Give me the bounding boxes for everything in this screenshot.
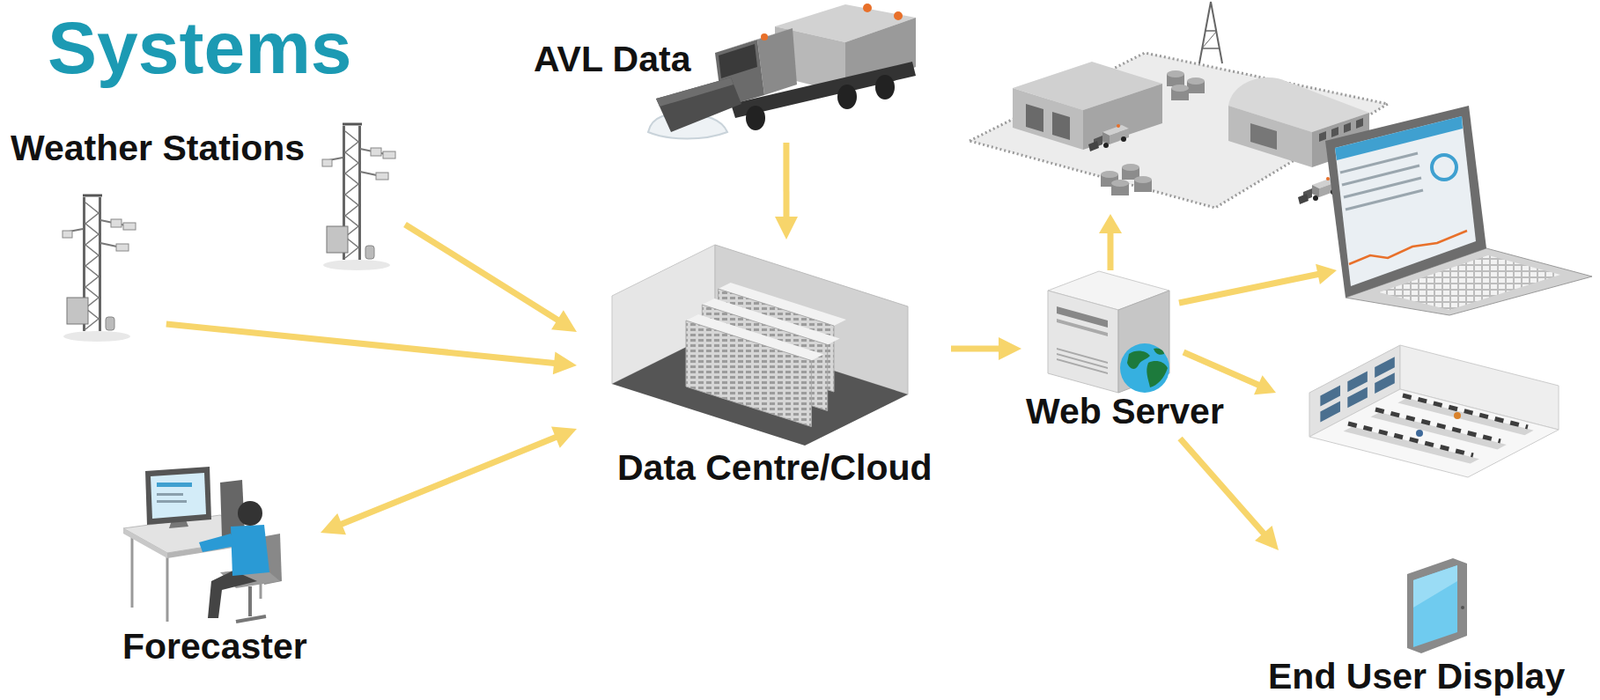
- web-server-node: Web Server: [1021, 264, 1238, 439]
- flow-arrow: [951, 337, 1022, 361]
- node-label: Weather Stations: [10, 130, 305, 167]
- weather-stations-node: Weather Stations: [7, 123, 406, 325]
- output-arrow: [1183, 352, 1276, 395]
- arrow-shaft: [166, 324, 557, 364]
- node-label: AVL Data: [533, 41, 691, 78]
- flow-arrow: [166, 324, 577, 375]
- arrow-head: [1254, 525, 1279, 551]
- node-label: Web Server: [1025, 393, 1224, 430]
- arrow-head: [551, 427, 577, 449]
- forecaster-node: Forecaster: [117, 464, 321, 673]
- maintenance-depot-icon: [969, 1, 1388, 208]
- arrow-head: [998, 337, 1022, 361]
- flow-arrow: [405, 224, 577, 332]
- output-arrow: [1179, 264, 1337, 303]
- weather-tower-icon: [62, 195, 136, 342]
- arrow-head: [552, 351, 577, 375]
- arrow-head: [551, 309, 577, 332]
- node-label: End User Display: [1268, 658, 1565, 695]
- node-label: Forecaster: [122, 628, 308, 665]
- globe-icon: [1120, 343, 1170, 393]
- avl-data-node: AVL Data: [528, 35, 925, 143]
- web-server-icon: [1047, 271, 1170, 393]
- laptop-icon: [1325, 105, 1593, 316]
- arrow-shaft: [782, 142, 789, 220]
- output-arrow: [1098, 213, 1122, 271]
- data-centre-room-icon: [611, 244, 908, 446]
- flow-arrow: [774, 142, 798, 240]
- flow-arrow: [1179, 438, 1279, 551]
- forecaster-person-icon: [123, 466, 282, 622]
- end-user-display-node: End User Display: [1259, 550, 1572, 699]
- control-room-icon: [1309, 345, 1559, 478]
- arrow-shaft: [951, 346, 1002, 353]
- diagram-title: Systems: [47, 10, 353, 85]
- tablet-icon: [1407, 558, 1468, 654]
- weather-tower-icon: [322, 124, 396, 271]
- arrow-head: [774, 216, 798, 240]
- node-label: Data Centre/Cloud: [617, 449, 933, 487]
- arrow-shaft: [405, 224, 561, 322]
- arrow-head: [320, 513, 347, 535]
- arrow-shaft: [339, 436, 558, 526]
- data-centre-node: Data Centre/Cloud: [576, 239, 952, 495]
- flow-arrow: [320, 427, 577, 536]
- arrow-shaft: [1179, 438, 1266, 536]
